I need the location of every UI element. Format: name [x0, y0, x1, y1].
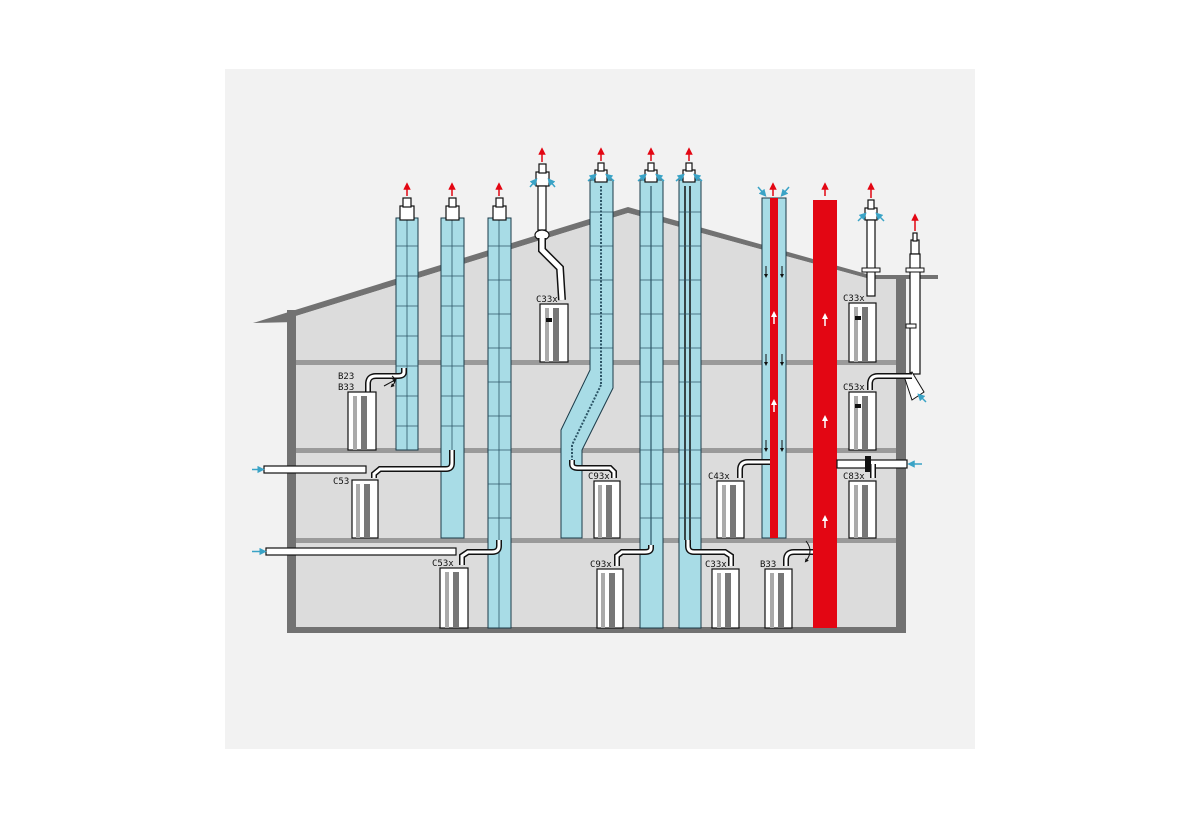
shaft-c53 [371, 182, 465, 539]
shaft-c43x [737, 182, 790, 539]
floor-slab-3 [296, 538, 896, 543]
roof-terminal-c33x-right [857, 182, 885, 297]
shaft-c93x-offset [560, 147, 617, 539]
shaft-c53x [459, 182, 512, 629]
wall-flue-c83x [836, 456, 922, 478]
boiler-c43x [716, 480, 745, 539]
boiler-b33 [764, 568, 793, 629]
roof-terminal-c33x [529, 147, 566, 301]
ground-floor [287, 627, 906, 633]
boiler-c83x-right [848, 480, 877, 539]
air-intake-c53x [265, 547, 457, 556]
label-c33x-roof: C33x [536, 295, 558, 305]
boiler-c53x [439, 567, 469, 629]
right-wall [896, 275, 906, 633]
shaft-b33-chimney [783, 182, 837, 628]
label-c43x: C43x [708, 472, 730, 482]
label-c83x-right: C83x [843, 472, 865, 482]
wall-flue-c53x [867, 213, 927, 403]
label-c53-left: C53 [333, 477, 349, 487]
label-c53x-bottom: C53x [432, 559, 454, 569]
boiler-c33x-roof [539, 303, 569, 363]
boiler-c93x-bottom [596, 568, 624, 629]
label-b33-bottom: B33 [760, 560, 776, 570]
boiler-c33x-bottom [711, 568, 740, 629]
shaft-b23 [365, 182, 419, 451]
shaft-c33x [675, 147, 734, 629]
boiler-c33x-right [848, 302, 877, 363]
label-b33-top: B33 [338, 383, 354, 393]
label-c93x-mid: C93x [588, 472, 610, 482]
boiler-c53 [351, 479, 379, 539]
label-c33x-bottom: C33x [705, 560, 727, 570]
label-b23: B23 [338, 372, 354, 382]
boiler-c93x-mid [593, 480, 621, 539]
air-intake-c53 [263, 465, 367, 474]
floor-slab-2 [296, 448, 896, 453]
boiler-b23 [347, 391, 377, 451]
label-c93x-bottom: C93x [590, 560, 612, 570]
label-c53x-right: C53x [843, 383, 865, 393]
boiler-c53x-right [848, 391, 877, 451]
shaft-c93x [614, 147, 665, 629]
label-c33x-right-top: C33x [843, 294, 865, 304]
